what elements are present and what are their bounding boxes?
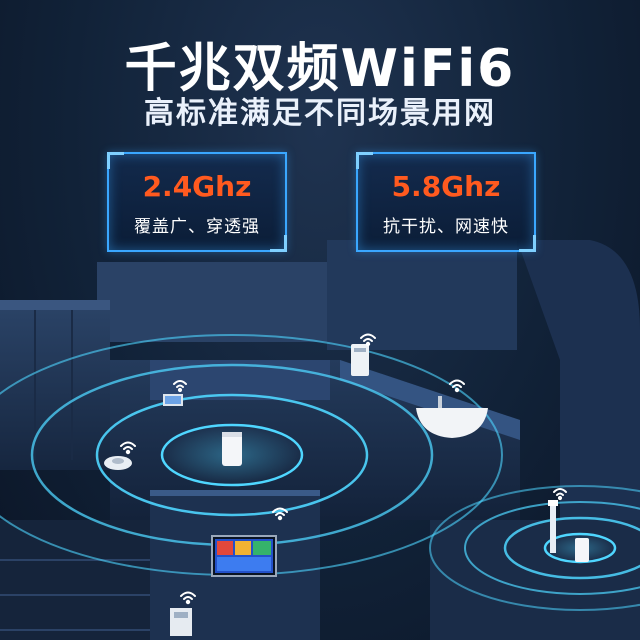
- band-card-5-8ghz: 5.8Ghz 抗干扰、网速快: [356, 152, 536, 252]
- router-secondary: [575, 538, 589, 562]
- corner-accent: [270, 235, 287, 252]
- corner-accent: [356, 152, 373, 169]
- page-title: 千兆双频WiFi6: [124, 39, 516, 99]
- small-appliance: [170, 608, 192, 636]
- wifi-icon: [120, 333, 567, 605]
- signal-rings-main: [0, 334, 503, 576]
- band-frequency: 2.4Ghz: [142, 170, 252, 203]
- band-card-2-4ghz: 2.4Ghz 覆盖广、穿透强: [107, 152, 287, 252]
- corner-accent: [519, 235, 536, 252]
- router-main: [222, 432, 242, 466]
- band-description: 覆盖广、穿透强: [134, 217, 260, 237]
- band-frequency: 5.8Ghz: [391, 170, 501, 203]
- page-subtitle: 高标准满足不同场景用网: [144, 96, 496, 131]
- monitor: [163, 394, 183, 406]
- bathtub: [416, 396, 488, 438]
- air-conditioner: [351, 344, 369, 376]
- television: [211, 535, 277, 577]
- band-description: 抗干扰、网速快: [383, 217, 509, 237]
- floor-lamp: [548, 500, 558, 553]
- robot-vacuum: [104, 456, 132, 470]
- corner-accent: [107, 152, 124, 169]
